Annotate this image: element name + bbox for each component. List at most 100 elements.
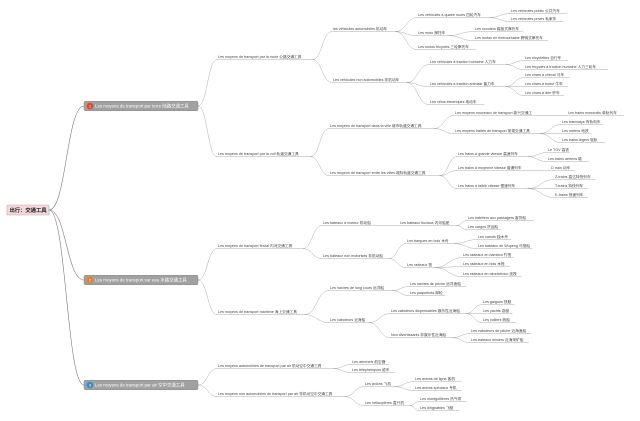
topic-node[interactable]: Les avions de ligne 客机	[414, 376, 462, 382]
topic-node[interactable]: Les véhicules non automobiles 非机动车	[332, 77, 407, 83]
topic-node[interactable]: Les dirigeables 飞艇	[419, 405, 460, 411]
topic-label: Les moyens de transport entre les villes…	[330, 170, 426, 175]
topic-node[interactable]: Les chars à âne 驴车	[524, 90, 565, 96]
topic-node[interactable]: Les moto 摩托车	[417, 30, 448, 36]
topic-node[interactable]: Les montgolfières 热气球	[419, 396, 467, 402]
topic-node[interactable]: Les radeaux 筏	[406, 262, 435, 268]
topic-node[interactable]: Les avions 飞机	[364, 381, 395, 387]
topic-node[interactable]: Les trains légers 轻轨	[561, 137, 606, 143]
topic-label: Les moyens de transport par la route 公路交…	[218, 54, 302, 59]
topic-node[interactable]: Les moyens de transport dans la ville 城市…	[329, 123, 434, 129]
topic-node[interactable]: Les vélos électriques 电动车	[429, 99, 485, 105]
topic-node[interactable]: Les véhicules à traction animale 畜力车	[429, 81, 506, 87]
topic-node[interactable]: Les trains à grande vitesse 高速列车	[457, 151, 528, 157]
topic-label: Les moyens de transport dans la ville 城市…	[330, 123, 422, 128]
topic-label: Les bateaux de Wupeng 乌篷船	[478, 243, 530, 248]
topic-node[interactable]: Les véhicules privés 私家车	[510, 16, 564, 22]
topic-node[interactable]: Les moyens de transport fluvial 内河交通工具	[217, 243, 303, 249]
topic-label: Les moyens automobiles de transport par …	[218, 363, 322, 368]
connector	[406, 82, 430, 105]
topic-node[interactable]: Les bicyclettes 自行车	[524, 55, 568, 61]
topic-node[interactable]: Les tricycles à traction humaine 人力三轮车	[524, 64, 608, 70]
topic-node[interactable]: Les yachts 游艇	[482, 308, 513, 314]
topic-node[interactable]: Les navires de pêche 远洋渔船	[409, 281, 467, 287]
connector	[392, 286, 410, 291]
topic-node[interactable]: Les moyens non automobiles de transport …	[217, 391, 345, 397]
topic-node[interactable]: Les radeaux en bambou 竹筏	[462, 252, 514, 258]
topic-node[interactable]: Les moyens de transport entre les villes…	[329, 170, 440, 176]
connector	[409, 405, 420, 411]
topic-label: Les scooters 踏板式摩托车	[475, 26, 519, 31]
topic-node[interactable]: Les trains à moyenne vitesse 普通列车	[457, 165, 530, 171]
topic-node[interactable]: Les moyens de transport par la route 公路交…	[217, 54, 313, 60]
topic-node[interactable]: Z-trains 直达特快列车	[554, 174, 596, 180]
topic-node[interactable]: Les canots 独木舟	[477, 234, 512, 240]
topic-node[interactable]: Les bateaux fluviaux 内河船舶	[399, 220, 457, 226]
topic-node[interactable]: Les aéronefs 航空器	[351, 359, 390, 365]
topic-node[interactable]: D train 动车	[550, 165, 575, 171]
topic-node[interactable]: les véhicules automobiles 机动车	[332, 26, 396, 32]
topic-node[interactable]: Les bateliers aux passagers 客货船	[467, 215, 534, 221]
topic-node[interactable]: T-trains 特快列车	[554, 183, 589, 189]
topic-node[interactable]: Les moyens de transport maritime 海上交通工具	[217, 309, 305, 315]
topic-node[interactable]: Les véhicules à quatre roues 四轮汽车	[417, 12, 490, 18]
main-topic-label: Les moyens de transport sur eau 水路交通工具	[95, 277, 187, 284]
topic-node[interactable]: Les navires de long cours 远洋船	[329, 285, 393, 291]
topic-node[interactable]: Les véhicules public 公共汽车	[510, 8, 568, 14]
topic-node[interactable]: Les barques en bois 木舟	[406, 238, 454, 244]
topic-node[interactable]: Les motos en rimbourbaine 跨骑式摩托车	[474, 35, 549, 41]
topic-label: Les motos en rimbourbaine 跨骑式摩托车	[475, 35, 543, 40]
topic-node[interactable]: K-trains 快速列车	[554, 192, 589, 198]
connector	[369, 322, 391, 338]
connector	[434, 257, 463, 268]
topic-node[interactable]: Le TGV 高铁	[547, 147, 570, 153]
connector	[344, 396, 365, 406]
topic-node[interactable]: Les véhicules à traction humaine 人力车	[429, 59, 506, 65]
topic-node[interactable]: Les cargos 货运船	[467, 224, 502, 230]
topic-node[interactable]: Les radeaux en bois 木筏	[462, 261, 510, 267]
topic-node[interactable]: Les bateaux non motorisés 非机动船	[322, 253, 389, 259]
topic-node[interactable]: Les bateaux à moteur 机动船	[322, 220, 376, 226]
topic-node[interactable]: Les caboteurs dispensables 娱乐性近海船	[390, 308, 467, 314]
topic-label: Les trains légers 轻轨	[562, 137, 598, 142]
topic-node[interactable]: Les scooters 踏板式摩托车	[474, 26, 524, 32]
connector	[406, 64, 430, 83]
topic-node[interactable]: Les trains aériens 磁	[547, 156, 590, 162]
topic-node[interactable]: Les bateaux de Wupeng 乌篷船	[477, 243, 533, 249]
topic-node[interactable]: Les métros 地铁	[561, 128, 592, 134]
topic-node[interactable]: Les paquebots 邮轮	[409, 290, 446, 296]
topic-node[interactable]: Les motos tricycles 三轮摩托车	[417, 44, 476, 50]
topic-node[interactable]: Les chars à boeuf 牛车	[524, 81, 569, 87]
topic-node[interactable]: Les téléphériques 缆车	[351, 367, 396, 373]
topic-node[interactable]: Les gaigues 快艇	[482, 299, 515, 305]
topic-node[interactable]: Les tramways 有轨电车	[561, 119, 603, 125]
topic-node[interactable]: Les voiliers 帆船	[482, 317, 517, 323]
topic-node[interactable]: Les chars à cheval 马车	[524, 72, 570, 78]
topic-node[interactable]: Les radeaux en caoutchouc 皮筏	[462, 271, 522, 277]
connector	[439, 156, 458, 176]
topic-label: Les moyens de transport par la voif 轨道交通…	[218, 151, 299, 156]
topic-node[interactable]: Les caboteurs de pêche 近海渔船	[470, 328, 532, 334]
topic-node[interactable]: Les caboteurs 近海船	[329, 317, 370, 323]
topic-node[interactable]: Les moyens nouveaux de transport 新兴交通工	[454, 110, 538, 116]
topic-node[interactable]: Les bateaux miniers 近海采矿船	[470, 337, 529, 343]
topic-node[interactable]: Les moyens automobiles de transport par …	[217, 363, 334, 369]
topic-node[interactable]: Les moyens de transport par la voif 轨道交通…	[217, 151, 311, 157]
topic-node[interactable]: Les avions spéciaux 专机	[414, 385, 462, 391]
topic-label: Les trains à faible vitesse 慢速列车	[458, 183, 515, 188]
topic-label: Les barques en bois 木舟	[407, 238, 449, 243]
root-topic[interactable]: 出行：交通工具	[6, 204, 50, 216]
topic-node[interactable]: Non divertissants 非娱乐性近海船	[390, 332, 453, 338]
connector	[388, 258, 407, 268]
topic-node[interactable]: Les moyens traités de transport 常规交通工具	[454, 128, 540, 134]
topic-label: Les bateliers aux passagers 客货船	[468, 215, 526, 220]
connector	[395, 17, 418, 32]
topic-node[interactable]: Les hélicoptères 直升机	[364, 400, 410, 406]
topic-node[interactable]: Les trains monorails 单轨列车	[567, 110, 625, 116]
topic-node[interactable]: Les trains à faible vitesse 慢速列车	[457, 183, 528, 189]
topic-label: Les tricycles à traction humaine 人力三轮车	[525, 64, 596, 69]
